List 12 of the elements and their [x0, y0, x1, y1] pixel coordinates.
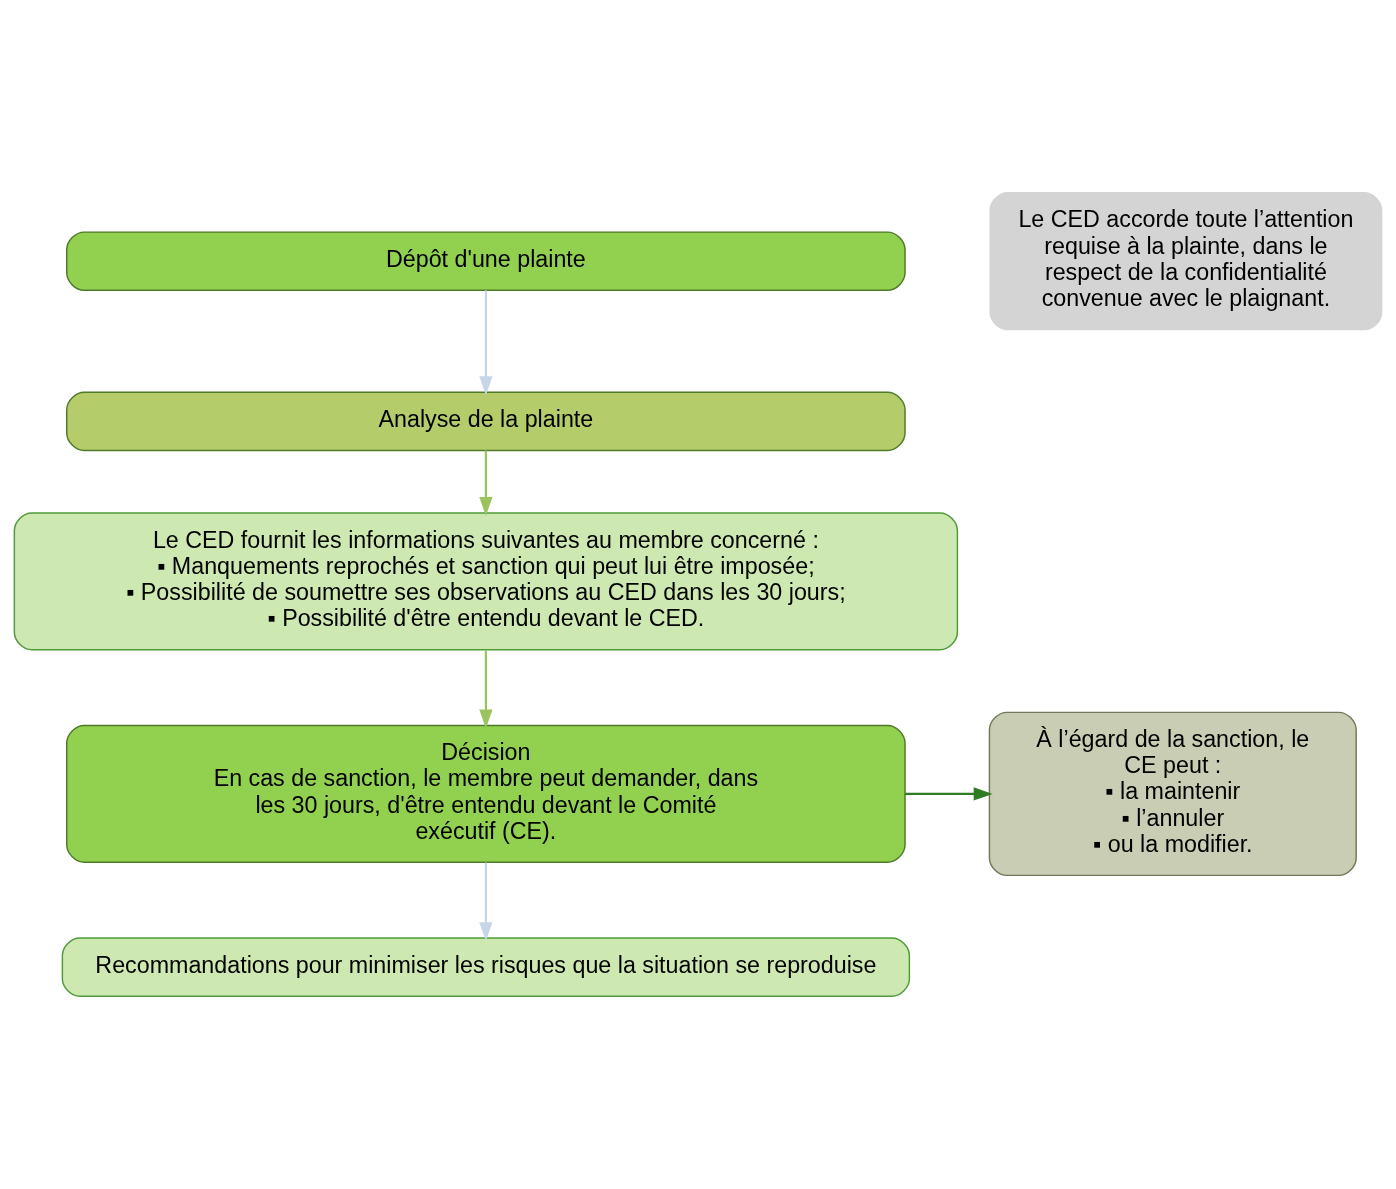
node-box: Recommandations pour minimiser les risques que la situation se reproduise — [61, 937, 911, 997]
arrow — [479, 450, 493, 516]
node-box: Décision En cas de sanction, le membre peut demander, dans les 30 jours, d'être entendu devant le Comité exécutif (CE). — [66, 724, 906, 863]
arrow — [479, 862, 493, 942]
arrow — [479, 290, 493, 396]
node-box: Analyse de la plainte — [66, 391, 906, 452]
arrow — [905, 787, 993, 801]
node-box: Le CED fournit les informations suivantes au membre concerné : ▪ Manquements reprochés et sanction qui peut lui être imposée; ▪ Possibilité de soumettre ses observations au CED dans les 30 jours; ▪ Possibilité d'être entendu devant le CED. — [13, 512, 959, 651]
arrow — [479, 650, 493, 729]
node-box: À l’égard de la sanction, le CE peut : ▪ la maintenir ▪ l’annuler ▪ ou la modifier. — [988, 711, 1357, 877]
node-box: Le CED accorde toute l’attention requise à la plainte, dans le respect de la confidentialité convenue avec le plaignant. — [989, 192, 1383, 331]
node-box: Dépôt d'une plainte — [66, 231, 906, 292]
